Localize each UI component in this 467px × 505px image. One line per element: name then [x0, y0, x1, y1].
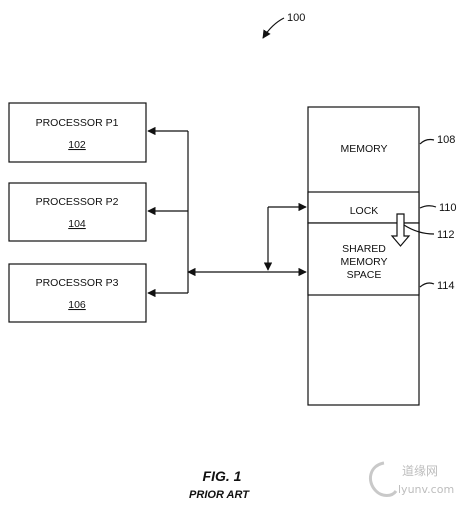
shared-label-line-2: MEMORY — [340, 256, 387, 268]
processor-p1-label: PROCESSOR P1 — [36, 117, 119, 129]
arrow-ref: 112 — [437, 229, 455, 241]
lock-ref-leader — [419, 205, 437, 209]
processor-p3-label: PROCESSOR P3 — [36, 277, 119, 289]
shared-ref-leader — [419, 282, 435, 288]
watermark-swirl-icon — [368, 461, 398, 497]
arrow-ref-leader — [403, 224, 435, 235]
figure-title: FIG. 1 — [203, 468, 242, 484]
shared-memory-region: SHARED MEMORY SPACE 114 — [307, 222, 455, 296]
lock-region: LOCK 110 — [307, 191, 457, 224]
shared-label-line-1: SHARED — [342, 243, 386, 255]
watermark-logo: 道缘网 lyunv.com — [368, 461, 454, 497]
processor-p1-ref: 102 — [68, 139, 86, 151]
hollow-down-arrow-icon — [390, 213, 411, 247]
memory-label: MEMORY — [340, 143, 387, 155]
processor-p3-ref: 106 — [68, 299, 86, 311]
lock-ref: 110 — [439, 202, 457, 214]
memory-ref: 108 — [437, 134, 455, 146]
watermark-line-1: 道缘网 — [402, 464, 438, 478]
figure-ref-label: 100 — [287, 12, 305, 24]
watermark-line-2: lyunv.com — [398, 483, 454, 496]
figure-ref-pointer — [262, 17, 285, 39]
lock-label: LOCK — [350, 205, 379, 217]
processor-p1-box: PROCESSOR P1 102 — [8, 102, 147, 163]
shared-ref: 114 — [437, 280, 455, 292]
processor-p2-box: PROCESSOR P2 104 — [8, 182, 147, 242]
processor-p2-label: PROCESSOR P2 — [36, 196, 119, 208]
system-bus — [147, 126, 307, 298]
figure-subtitle: PRIOR ART — [189, 489, 250, 501]
memory-ref-leader — [419, 138, 435, 145]
processor-p2-ref: 104 — [68, 218, 86, 230]
shared-label-line-3: SPACE — [347, 269, 382, 281]
processor-p3-box: PROCESSOR P3 106 — [8, 263, 147, 323]
